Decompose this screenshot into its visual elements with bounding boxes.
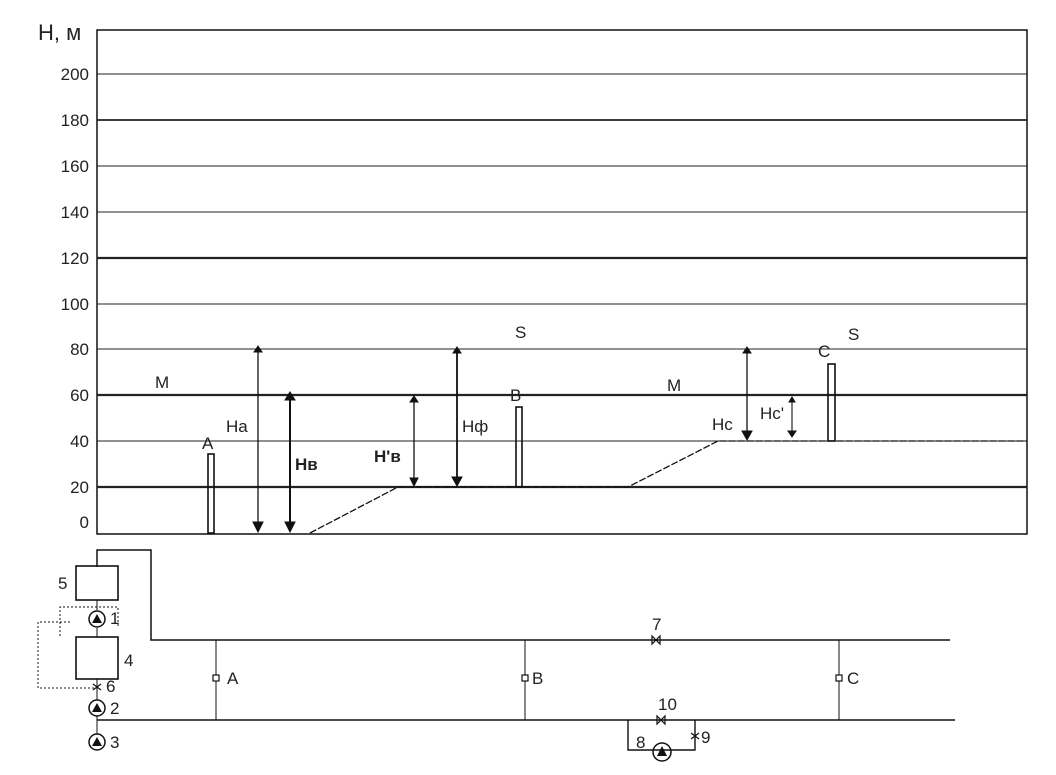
label-tower-b: B [510,386,521,405]
tower-b [515,406,523,488]
label-hv-prime: H'в [374,447,401,466]
pump-2 [88,699,106,717]
label-s-right: S [848,325,859,344]
head-arrows [252,345,797,534]
tick-label: 60 [70,386,89,405]
network-scheme [37,549,955,762]
label-9: 9 [701,728,710,747]
tick-label: 0 [80,513,89,532]
label-10: 10 [658,695,677,714]
bypass-dotted-outer [37,621,97,689]
box-5 [75,565,119,601]
tick-labels: 200 180 160 140 120 100 80 60 40 20 0 [61,65,89,532]
label-node-c: C [847,669,859,688]
tick-label: 80 [70,340,89,359]
tick-label: 120 [61,249,89,268]
tick-label: 40 [70,432,89,451]
label-m-left: M [155,373,169,392]
valve-6 [92,683,102,691]
bypass-dotted-inner [59,606,119,636]
label-6: 6 [106,677,115,696]
label-5: 5 [58,574,67,593]
axis-title: H, м [38,20,81,45]
valve-10 [656,714,666,726]
label-node-b: B [532,669,543,688]
terrain-profile [309,440,1027,534]
tick-label: 200 [61,65,89,84]
node-c [835,674,843,682]
chart-frame [96,29,1028,535]
box-4 [75,636,119,680]
scheme-labels: 5 1 4 6 2 3 7 10 8 9 A B C [58,574,859,752]
label-7: 7 [652,615,661,634]
tower-a [207,453,215,534]
tick-label: 180 [61,111,89,130]
label-2: 2 [110,699,119,718]
label-s-left: S [515,323,526,342]
gridlines [97,73,1027,489]
node-b [521,674,529,682]
label-hf: Hф [462,417,488,436]
node-a [212,674,220,682]
pump-3 [88,733,106,751]
profile-labels: S S M M A B C Hа Hв H'в Hф Hс Hс' [155,323,859,474]
label-4: 4 [124,651,133,670]
tick-label: 160 [61,157,89,176]
label-3: 3 [110,733,119,752]
tick-label: 20 [70,478,89,497]
label-tower-c: C [818,342,830,361]
label-1: 1 [110,609,119,628]
label-hc-prime: Hс' [760,404,784,423]
label-tower-a: A [202,434,214,453]
label-hc: Hс [712,415,733,434]
tower-c [827,363,836,442]
valve-7 [651,634,661,646]
label-8: 8 [636,733,645,752]
pump-1 [88,610,106,628]
label-node-a: A [227,669,239,688]
tick-label: 100 [61,295,89,314]
label-ha: Hа [226,417,248,436]
label-hv: Hв [295,455,318,474]
tick-label: 140 [61,203,89,222]
label-m-right: M [667,376,681,395]
profile-chart: H, м 200 180 160 140 120 100 80 60 40 20… [38,20,1028,535]
pump-8 [652,742,672,762]
valve-9 [690,732,700,740]
supply-main [96,549,950,641]
